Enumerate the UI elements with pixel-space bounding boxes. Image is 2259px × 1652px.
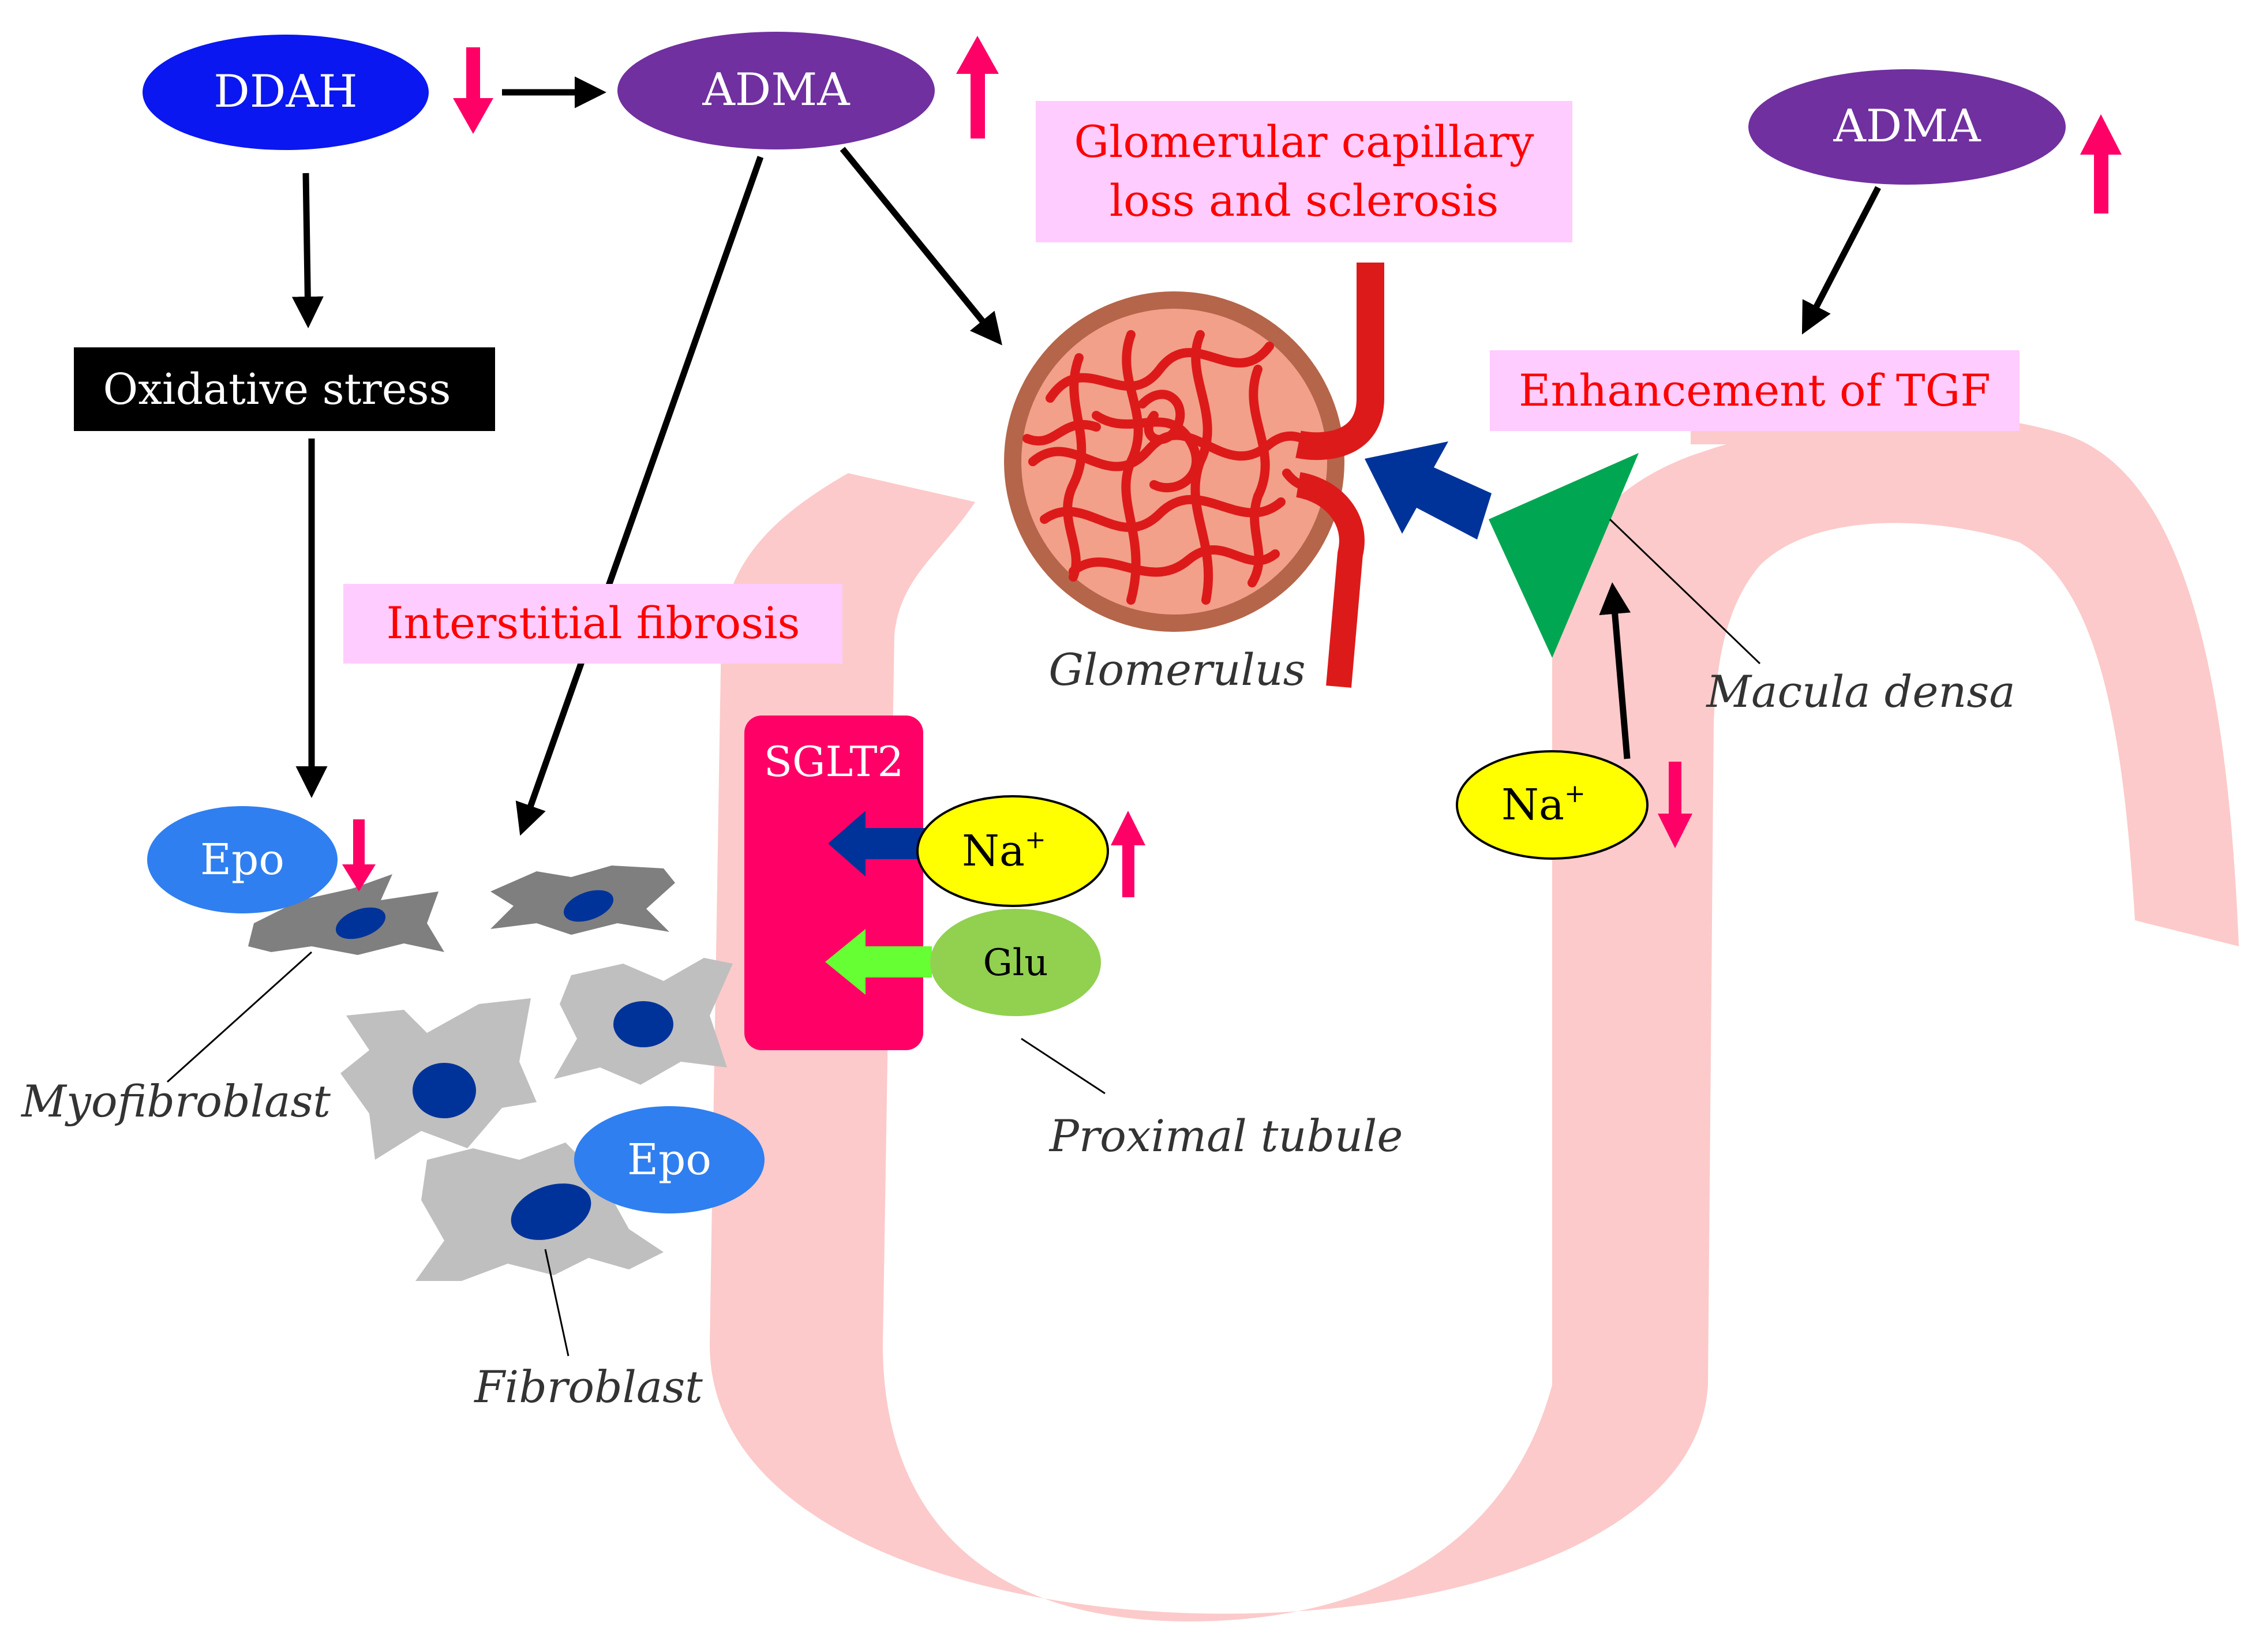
myofibroblast-label: Myofibroblast — [20, 1076, 331, 1127]
epo-bottom-label: Epo — [627, 1135, 711, 1185]
na-sglt2-superscript: + — [1025, 825, 1046, 855]
tgf-signal-arrow — [1365, 441, 1492, 540]
sglt2-label: SGLT2 — [764, 737, 904, 786]
na-sglt2-up-indicator — [1111, 811, 1145, 897]
macula-densa-label: Macula densa — [1705, 666, 2015, 717]
glu-label: Glu — [983, 942, 1048, 984]
enhancement-tgf-label: Enhancement of TGF — [1519, 365, 1991, 416]
arrow-na-to-macula — [1599, 582, 1631, 759]
fibroblast-label: Fibroblast — [473, 1361, 703, 1413]
enhancement-tgf-box: Enhancement of TGF — [1490, 350, 2020, 431]
ddah-down-indicator — [453, 47, 493, 134]
glomerulus-label: Glomerulus — [1048, 644, 1305, 695]
interstitial-fibrosis-box: Interstitial fibrosis — [343, 584, 842, 664]
fibroblast-cells — [340, 958, 733, 1281]
oxidative-stress-node: Oxidative stress — [74, 347, 495, 431]
renal-tubule — [710, 398, 2239, 1622]
na-transport-arrow — [828, 811, 932, 876]
ddah-node: DDAH — [143, 35, 429, 150]
oxidative-stress-label: Oxidative stress — [103, 365, 451, 414]
capillary-tuft — [1022, 330, 1332, 605]
arrow-adma-to-glomerulus — [840, 147, 1002, 346]
epo-top-label: Epo — [200, 835, 284, 885]
na-sglt2-node: Na+ — [916, 795, 1109, 907]
na-sglt2-label: Na — [962, 826, 1025, 876]
glu-node: Glu — [930, 909, 1101, 1016]
macula-densa-triangle — [1489, 453, 1639, 658]
adma-right-label: ADMA — [1833, 100, 1981, 152]
arrow-ddah-to-oxidative — [291, 173, 324, 328]
svg-text:Na+: Na+ — [962, 825, 1046, 876]
macula-densa-leader — [1609, 518, 1761, 665]
glomerular-loss-box: Glomerular capillary loss and sclerosis — [1036, 101, 1572, 242]
svg-text:Na+: Na+ — [1501, 779, 1586, 830]
glucose-transport-arrow — [825, 929, 932, 995]
myofibroblast-leader — [166, 951, 313, 1083]
arrow-adma-to-tgf — [1801, 186, 1881, 335]
na-macula-label: Na — [1501, 780, 1564, 830]
adma-right-up-indicator — [2080, 114, 2122, 213]
fibroblast-leader — [544, 1249, 570, 1357]
na-macula-down-indicator — [1658, 762, 1692, 848]
na-macula-superscript: + — [1564, 779, 1586, 808]
adma-left-up-indicator — [956, 36, 999, 138]
glomerulus — [1004, 263, 1384, 688]
myofibroblast-cells — [248, 866, 675, 955]
interstitial-fibrosis-label: Interstitial fibrosis — [386, 597, 800, 649]
epo-bottom-node: Epo — [574, 1106, 765, 1213]
glomerular-loss-line1: Glomerular capillary — [1074, 116, 1534, 167]
adma-right-node: ADMA — [1748, 69, 2066, 185]
proximal-tubule-leader — [1021, 1037, 1106, 1095]
ddah-label: DDAH — [213, 66, 357, 118]
efferent-arteriole — [1295, 472, 1365, 688]
na-macula-node: Na+ — [1456, 750, 1649, 860]
proximal-tubule-label: Proximal tubule — [1048, 1110, 1403, 1162]
adma-left-node: ADMA — [617, 32, 935, 149]
pathway-arrows — [291, 76, 1881, 836]
glomerular-loss-line2: loss and sclerosis — [1110, 175, 1499, 226]
afferent-arteriole — [1295, 263, 1384, 460]
epo-top-node: Epo — [147, 806, 338, 913]
arrow-adma-to-fibroblast — [515, 156, 764, 836]
adma-left-label: ADMA — [702, 64, 851, 116]
epo-down-indicator — [342, 819, 376, 891]
sglt2-transporter: SGLT2 — [744, 716, 923, 1050]
myofibroblast-cell-1 — [248, 874, 444, 955]
